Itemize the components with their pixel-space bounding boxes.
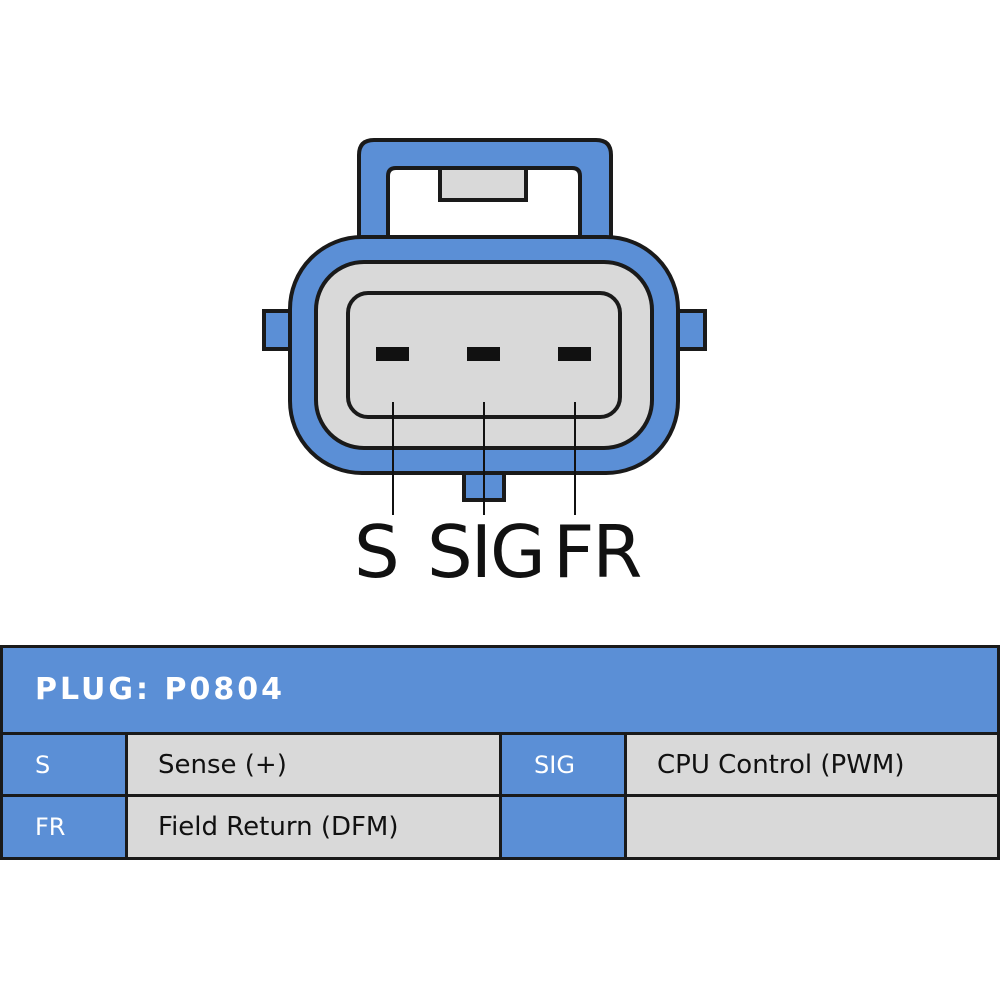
pin-label-s: S <box>354 510 400 594</box>
pinout-table: PLUG: P0804 S Sense (+) SIG CPU Control … <box>0 645 1000 860</box>
table-header: PLUG: P0804 <box>0 645 1000 735</box>
pin-code-cell <box>499 794 627 860</box>
pin-description-cell: CPU Control (PWM) <box>624 732 1000 797</box>
pin-fr <box>558 347 591 361</box>
latch-tab <box>438 166 528 202</box>
pin-code-cell: S <box>0 732 128 797</box>
pin-s <box>376 347 409 361</box>
connector-diagram <box>262 138 707 515</box>
pin-sig <box>467 347 500 361</box>
pin-code-cell: SIG <box>499 732 627 797</box>
pin-description-cell: Field Return (DFM) <box>125 794 502 860</box>
pin-label-sig: SIG <box>427 510 546 594</box>
pin-description-cell <box>624 794 1000 860</box>
pin-label-fr: FR <box>553 510 642 594</box>
plug-title: PLUG: P0804 <box>35 672 285 707</box>
pin-code-cell: FR <box>0 794 128 860</box>
pin-description-cell: Sense (+) <box>125 732 502 797</box>
